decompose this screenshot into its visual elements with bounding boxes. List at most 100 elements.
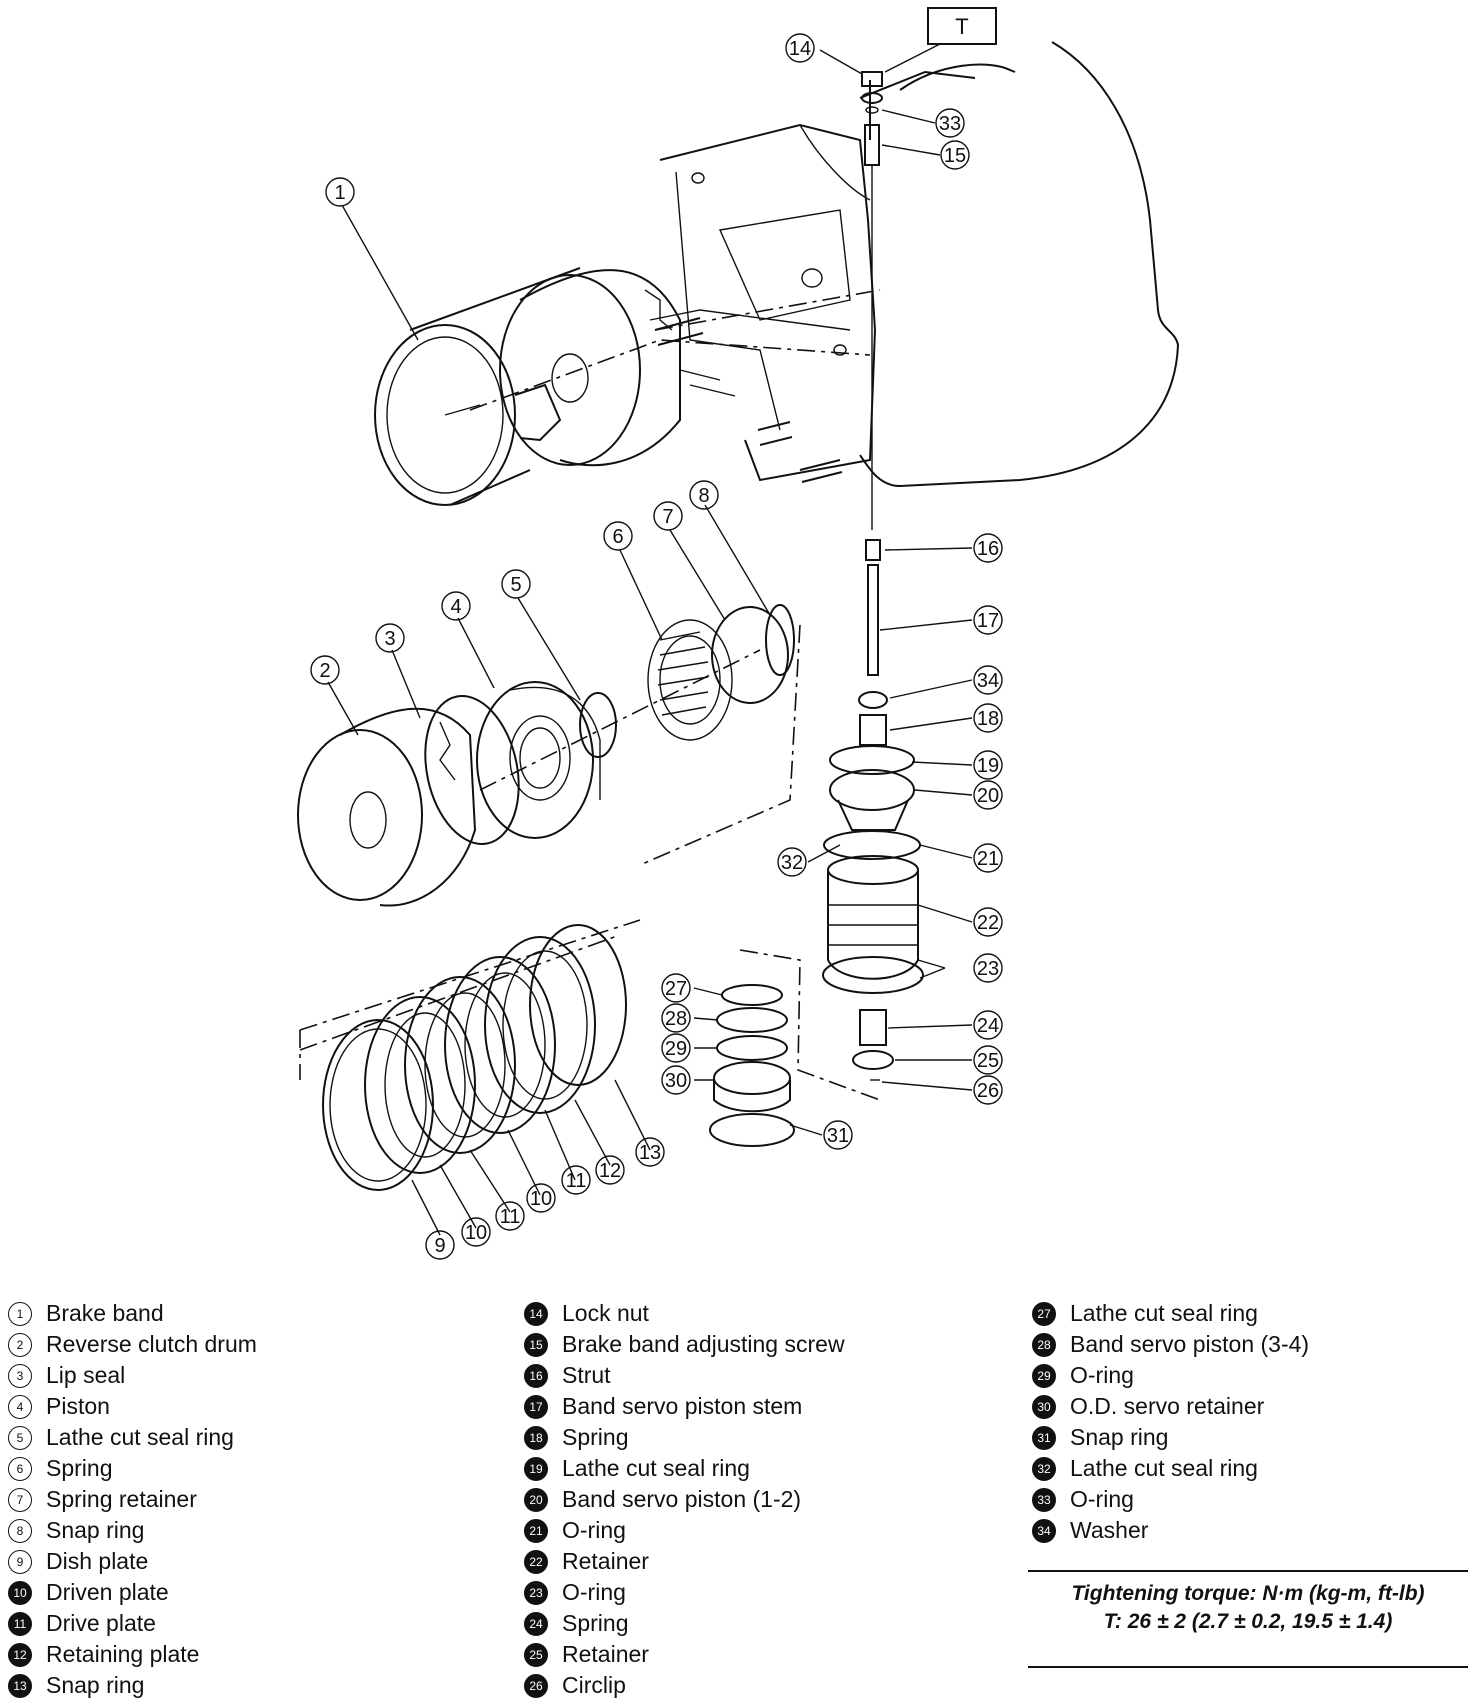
svg-text:23: 23: [977, 958, 999, 980]
callout-9: 9: [425, 1230, 455, 1260]
adjusting-screw-assembly: [822, 71, 924, 1081]
legend-item: 22 Retainer: [524, 1546, 845, 1577]
spring-retainer: [711, 606, 789, 704]
svg-text:9: 9: [434, 1235, 445, 1257]
legend-label: Spring: [562, 1610, 629, 1636]
legend-label: Spring retainer: [46, 1486, 197, 1512]
svg-text:14: 14: [789, 38, 811, 60]
legend-number: 22: [524, 1549, 548, 1574]
callout-14: 14: [785, 33, 815, 63]
clutch-plates: [322, 924, 627, 1191]
svg-text:21: 21: [977, 848, 999, 870]
legend-label: Snap ring: [46, 1517, 145, 1543]
legend-number: 23: [524, 1580, 548, 1605]
legend-item: 9 Dish plate: [8, 1546, 257, 1577]
transmission-case: [649, 41, 1180, 488]
torque-value: T: 26 ± 2 (2.7 ± 0.2, 19.5 ± 1.4): [1103, 1610, 1393, 1633]
legend-item: 10 Driven plate: [8, 1577, 257, 1608]
svg-text:4: 4: [450, 596, 461, 618]
legend-number: 11: [8, 1611, 32, 1636]
callout-19: 19: [973, 750, 1003, 780]
legend-number: 2: [8, 1332, 32, 1357]
svg-text:7: 7: [662, 506, 673, 528]
svg-text:26: 26: [977, 1080, 999, 1102]
legend-number: 6: [8, 1456, 32, 1481]
legend-label: Lathe cut seal ring: [1070, 1455, 1258, 1481]
legend-number: 24: [524, 1611, 548, 1636]
callout-7: 7: [653, 501, 683, 531]
legend-number: 30: [1032, 1394, 1056, 1419]
legend-item: 2 Reverse clutch drum: [8, 1329, 257, 1360]
legend-number: 8: [8, 1518, 32, 1543]
legend-number: 19: [524, 1456, 548, 1481]
legend-label: O-ring: [562, 1517, 626, 1543]
legend-number: 28: [1032, 1332, 1056, 1357]
svg-text:10: 10: [530, 1188, 552, 1210]
callout-28: 28: [661, 1003, 691, 1033]
legend-number: 9: [8, 1549, 32, 1574]
torque-box: T: [884, 7, 997, 73]
legend-label: Reverse clutch drum: [46, 1331, 257, 1357]
callout-32: 32: [777, 847, 807, 877]
svg-text:18: 18: [977, 708, 999, 730]
legend-number: 33: [1032, 1487, 1056, 1512]
legend-number: 29: [1032, 1363, 1056, 1388]
callout-15: 15: [940, 140, 970, 170]
brake-band: [374, 267, 581, 506]
callout-18: 18: [973, 703, 1003, 733]
legend-label: Retaining plate: [46, 1641, 200, 1667]
legend-label: Lock nut: [562, 1300, 649, 1326]
legend-number: 26: [524, 1673, 548, 1698]
legend-number: 1: [8, 1301, 32, 1326]
exploded-view-diagram: T: [297, 7, 1180, 1260]
callout-10: 10: [461, 1217, 491, 1247]
callout-5: 5: [501, 569, 531, 599]
callout-33: 33: [935, 108, 965, 138]
callout-21: 21: [973, 843, 1003, 873]
legend-label: Retainer: [562, 1548, 649, 1574]
piston: [476, 681, 601, 839]
torque-rule-top: [1028, 1570, 1468, 1572]
legend-number: 27: [1032, 1301, 1056, 1326]
callout-34: 34: [973, 665, 1003, 695]
callout-4: 4: [441, 591, 471, 621]
svg-text:27: 27: [665, 978, 687, 1000]
legend-label: Circlip: [562, 1672, 626, 1698]
legend-item: 26 Circlip: [524, 1670, 845, 1701]
svg-text:19: 19: [977, 755, 999, 777]
drum-upper: [499, 269, 681, 467]
legend-number: 3: [8, 1363, 32, 1388]
svg-text:3: 3: [384, 628, 395, 650]
svg-text:5: 5: [510, 574, 521, 596]
legend-number: 5: [8, 1425, 32, 1450]
legend-label: Lip seal: [46, 1362, 126, 1388]
svg-text:6: 6: [612, 526, 623, 548]
svg-text:11: 11: [566, 1170, 587, 1192]
legend-number: 7: [8, 1487, 32, 1512]
axis-line-upper: [469, 289, 881, 411]
legend-label: Dish plate: [46, 1548, 149, 1574]
legend-label: Driven plate: [46, 1579, 169, 1605]
legend-number: 10: [8, 1580, 32, 1605]
callout-10b: 10: [526, 1183, 556, 1213]
callout-16: 16: [973, 533, 1003, 563]
lip-seal: [424, 695, 520, 845]
svg-text:24: 24: [977, 1015, 999, 1037]
callout-26: 26: [973, 1075, 1003, 1105]
callout-1: 1: [325, 177, 355, 207]
svg-text:13: 13: [639, 1142, 661, 1164]
